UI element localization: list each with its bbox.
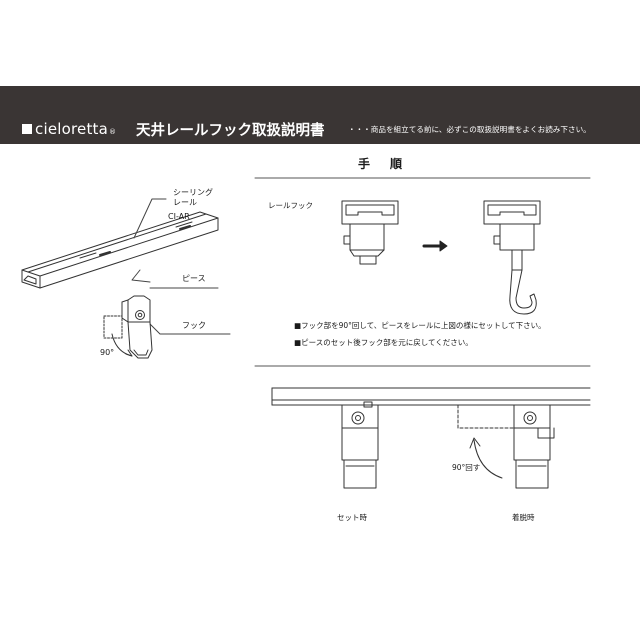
set-state-label: セット時 xyxy=(337,513,367,522)
angle-label: 90° xyxy=(100,348,115,357)
instruction-2-text: ピースのセット後フック部を元に戻してください。 xyxy=(301,338,473,347)
header-banner xyxy=(0,86,640,144)
set-state-drawing xyxy=(341,401,379,489)
brand-name: cieloretta xyxy=(35,120,109,138)
hook-assembly-drawing xyxy=(103,295,153,359)
document-title: 天井レールフック取扱説明書 xyxy=(136,123,325,139)
hook-label: フック xyxy=(182,321,206,330)
transition-arrow xyxy=(422,240,448,252)
ceiling-rail-label: シーリングレール xyxy=(173,188,213,208)
detach-state-drawing xyxy=(457,404,555,489)
brand-logo: cieloretta ® xyxy=(22,120,116,138)
ceiling-rail-drawing xyxy=(21,211,219,289)
instruction-1: ■フック部を90°回して、ピースをレールに上図の様にセットして下さい。 xyxy=(294,321,546,330)
procedure-heading: 手順 xyxy=(357,157,422,171)
rail-hook-label: レールフック xyxy=(268,201,313,210)
ceiling-rail-text: シーリングレール xyxy=(173,188,213,207)
instruction-2: ■ピースのセット後フック部を元に戻してください。 xyxy=(294,338,473,347)
model-label: CI-AR xyxy=(168,212,190,221)
rotate-label: 90°回す xyxy=(452,463,481,472)
rail-hook-after-drawing xyxy=(483,200,541,315)
reading-note: ・・・商品を組立てる前に、必ずこの取扱説明書をよくお読み下さい。 xyxy=(348,125,591,134)
piece-label: ピース xyxy=(182,274,206,283)
instruction-1-text: フック部を90°回して、ピースをレールに上図の様にセットして下さい。 xyxy=(301,321,546,330)
logo-square-icon xyxy=(22,124,32,134)
rail-hook-before-drawing xyxy=(341,200,399,265)
bottom-rail-drawing xyxy=(271,387,591,406)
detach-state-label: 着脱時 xyxy=(512,513,535,522)
registered-mark: ® xyxy=(109,128,117,136)
